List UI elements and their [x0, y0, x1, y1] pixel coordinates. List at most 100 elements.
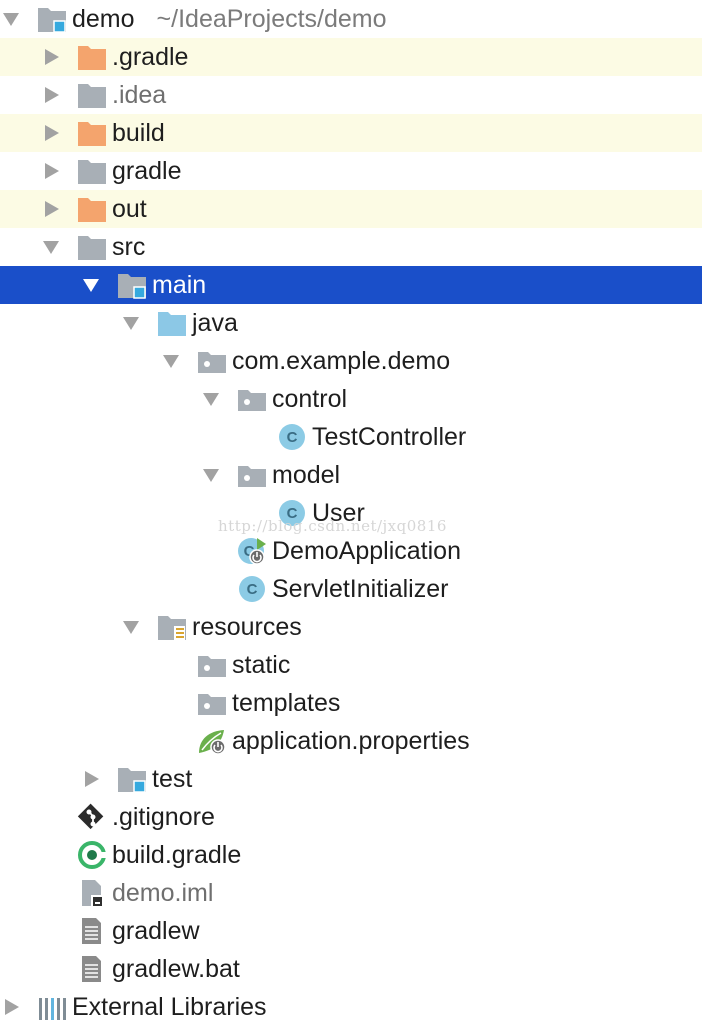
tree-item-label: External Libraries	[72, 993, 267, 1021]
project-path: ~/IdeaProjects/demo	[156, 5, 387, 33]
chevron-right-icon[interactable]	[81, 760, 103, 798]
chevron-down-icon[interactable]	[41, 228, 63, 266]
tree-item-label: test	[152, 765, 193, 793]
chevron-down-icon[interactable]	[201, 380, 223, 418]
chevron-right-icon[interactable]	[41, 76, 63, 114]
text-file-icon	[77, 955, 107, 983]
chevron-right-icon[interactable]	[41, 114, 63, 152]
tree-item-label: DemoApplication	[272, 537, 461, 565]
resources-folder-icon	[157, 613, 187, 641]
tree-item-label: .gradle	[112, 43, 189, 71]
tree-item-dot-gradle[interactable]: .gradle	[0, 38, 702, 76]
chevron-down-icon[interactable]	[81, 266, 103, 304]
tree-item-testcontroller[interactable]: C TestController	[0, 418, 702, 456]
tree-item-gradlew[interactable]: gradlew	[0, 912, 702, 950]
excluded-folder-icon	[77, 43, 107, 71]
tree-item-demo-iml[interactable]: demo.iml	[0, 874, 702, 912]
chevron-right-icon[interactable]	[41, 152, 63, 190]
tree-item-dot-idea[interactable]: .idea	[0, 76, 702, 114]
tree-item-build-gradle[interactable]: build.gradle	[0, 836, 702, 874]
libraries-icon	[37, 993, 67, 1021]
tree-item-label: static	[232, 651, 291, 679]
tree-item-servletinitializer[interactable]: C ServletInitializer	[0, 570, 702, 608]
class-icon: C	[277, 423, 307, 451]
tree-item-label: gradle	[112, 157, 182, 185]
folder-icon	[77, 81, 107, 109]
git-icon	[77, 803, 107, 831]
tree-item-build[interactable]: build	[0, 114, 702, 152]
tree-item-label: gradlew.bat	[112, 955, 240, 983]
chevron-down-icon[interactable]	[121, 304, 143, 342]
tree-item-static[interactable]: static	[0, 646, 702, 684]
tree-item-demo[interactable]: demo ~/IdeaProjects/demo	[0, 0, 702, 38]
tree-item-resources[interactable]: resources	[0, 608, 702, 646]
tree-item-label: control	[272, 385, 348, 413]
tree-item-gradlew-bat[interactable]: gradlew.bat	[0, 950, 702, 988]
tree-item-label: demo	[72, 5, 135, 33]
svg-text:C: C	[287, 429, 298, 446]
package-icon	[237, 461, 267, 489]
tree-item-gradle[interactable]: gradle	[0, 152, 702, 190]
class-icon: C	[277, 499, 307, 527]
tree-item-label: .gitignore	[112, 803, 215, 831]
tree-item-src[interactable]: src	[0, 228, 702, 266]
source-folder-icon	[157, 309, 187, 337]
tree-item-label: resources	[192, 613, 302, 641]
chevron-down-icon[interactable]	[201, 456, 223, 494]
package-icon	[197, 651, 227, 679]
tree-item-label: gradlew	[112, 917, 200, 945]
tree-item-label: templates	[232, 689, 341, 717]
module-folder-icon	[117, 271, 147, 299]
folder-icon	[77, 233, 107, 261]
tree-item-label: main	[152, 271, 207, 299]
tree-item-test[interactable]: test	[0, 760, 702, 798]
tree-item-label: application.properties	[232, 727, 470, 755]
tree-item-user[interactable]: C User	[0, 494, 702, 532]
iml-file-icon	[77, 879, 107, 907]
svg-text:C: C	[287, 505, 298, 522]
excluded-folder-icon	[77, 195, 107, 223]
tree-item-label: ServletInitializer	[272, 575, 449, 603]
chevron-down-icon[interactable]	[121, 608, 143, 646]
tree-item-model[interactable]: model	[0, 456, 702, 494]
module-folder-icon	[37, 5, 67, 33]
spring-properties-icon	[197, 727, 227, 755]
folder-icon	[77, 157, 107, 185]
svg-text:C: C	[244, 543, 255, 560]
package-icon	[197, 347, 227, 375]
chevron-right-icon[interactable]	[41, 38, 63, 76]
tree-item-out[interactable]: out	[0, 190, 702, 228]
chevron-right-icon[interactable]	[1, 988, 23, 1026]
excluded-folder-icon	[77, 119, 107, 147]
gradle-icon	[77, 841, 107, 869]
tree-item-label: com.example.demo	[232, 347, 451, 375]
tree-item-label: User	[312, 499, 365, 527]
spring-boot-class-icon: C	[237, 537, 267, 565]
tree-item-label: out	[112, 195, 147, 223]
tree-item-application-properties[interactable]: application.properties	[0, 722, 702, 760]
tree-item-java[interactable]: java	[0, 304, 702, 342]
package-icon	[237, 385, 267, 413]
tree-item-label: TestController	[312, 423, 467, 451]
text-file-icon	[77, 917, 107, 945]
tree-item-label: demo.iml	[112, 879, 214, 907]
tree-item-gitignore[interactable]: .gitignore	[0, 798, 702, 836]
tree-item-external-libraries[interactable]: External Libraries	[0, 988, 702, 1026]
tree-item-label: build.gradle	[112, 841, 242, 869]
tree-item-label: src	[112, 233, 146, 261]
tree-item-control[interactable]: control	[0, 380, 702, 418]
tree-item-main[interactable]: main	[0, 266, 702, 304]
class-icon: C	[237, 575, 267, 603]
chevron-right-icon[interactable]	[41, 190, 63, 228]
tree-item-package-demo[interactable]: com.example.demo	[0, 342, 702, 380]
module-folder-icon	[117, 765, 147, 793]
tree-item-label: .idea	[112, 81, 167, 109]
tree-item-templates[interactable]: templates	[0, 684, 702, 722]
tree-item-label: model	[272, 461, 341, 489]
chevron-down-icon[interactable]	[161, 342, 183, 380]
tree-item-demoapplication[interactable]: C DemoApplication	[0, 532, 702, 570]
svg-text:C: C	[247, 581, 258, 598]
tree-item-label: build	[112, 119, 165, 147]
chevron-down-icon[interactable]	[1, 0, 23, 38]
